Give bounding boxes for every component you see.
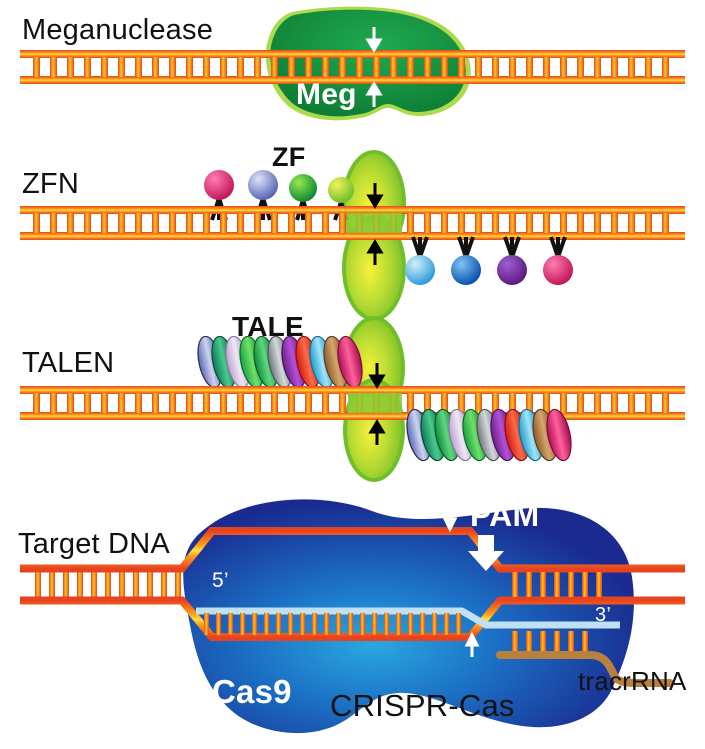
guide-rna-strand — [196, 607, 620, 629]
cut-arrow-up-icon — [368, 419, 386, 445]
foki-dna-overlay — [346, 213, 402, 233]
protein-label-meg: Meg — [296, 78, 357, 111]
cut-arrow-down-icon — [366, 183, 384, 209]
five-prime-label: 5’ — [212, 569, 229, 592]
pam-label: PAM — [470, 497, 540, 533]
domain-label-tale: TALE — [232, 311, 304, 342]
rna-dna-heteroduplex-rungs — [204, 613, 461, 635]
panel-meganuclease: Meganuclease Meg — [0, 0, 705, 140]
crispr-graphic — [0, 485, 705, 749]
meganuclease-graphic — [0, 0, 705, 140]
cut-arrow-up-icon — [365, 81, 383, 107]
foki-dna-overlay — [348, 393, 402, 413]
domain-label-zf: ZF — [272, 142, 306, 172]
panel-zfn: ZFN ZF — [0, 140, 705, 321]
talen-graphic — [0, 300, 705, 485]
zf-domain-bottom-3 — [497, 236, 527, 285]
dna-target-strand — [20, 596, 685, 641]
tracrrna-duplex — [496, 631, 674, 687]
tracrrna-label: tracrRNA — [578, 666, 687, 696]
dna-duplex-meganuclease — [20, 50, 685, 84]
panel-label-crispr: CRISPR-Cas — [330, 688, 515, 723]
panel-talen: TALEN TALE — [0, 300, 705, 485]
three-prime-label: 3’ — [595, 604, 611, 626]
panel-label-talen: TALEN — [22, 347, 115, 379]
tale-repeat-array-top — [197, 335, 363, 389]
cut-arrow-down-icon — [368, 363, 386, 389]
cut-arrow-down-icon — [442, 507, 458, 533]
dna-nontarget-strand — [20, 527, 685, 573]
zf-domain-bottom-2 — [451, 236, 481, 285]
dna-duplex-talen — [20, 386, 685, 420]
meganuclease-protein-blob — [265, 6, 471, 121]
dna-duplex-zfn — [20, 206, 685, 240]
zfn-graphic — [0, 140, 705, 321]
zf-domain-bottom-4 — [543, 236, 573, 285]
foki-nuclease-bottom — [342, 215, 406, 321]
cut-arrow-up-icon — [464, 631, 480, 657]
zf-domain-bottom-1 — [405, 236, 435, 285]
cut-arrow-up-icon — [366, 239, 384, 265]
target-dna-label: Target DNA — [18, 528, 170, 560]
pam-arrow-icon — [468, 535, 504, 571]
cut-arrow-down-icon — [365, 27, 383, 53]
tale-repeat-array-bottom — [406, 408, 572, 462]
cas9-label: Cas9 — [212, 673, 292, 710]
panel-label-meganuclease: Meganuclease — [22, 14, 214, 46]
panel-crispr: Target DNA PAM 5’ 3’ Cas9 CRISPR-Cas tra… — [0, 485, 705, 749]
dna-duplex-pam-side — [512, 572, 602, 597]
panel-label-zfn: ZFN — [22, 168, 79, 200]
